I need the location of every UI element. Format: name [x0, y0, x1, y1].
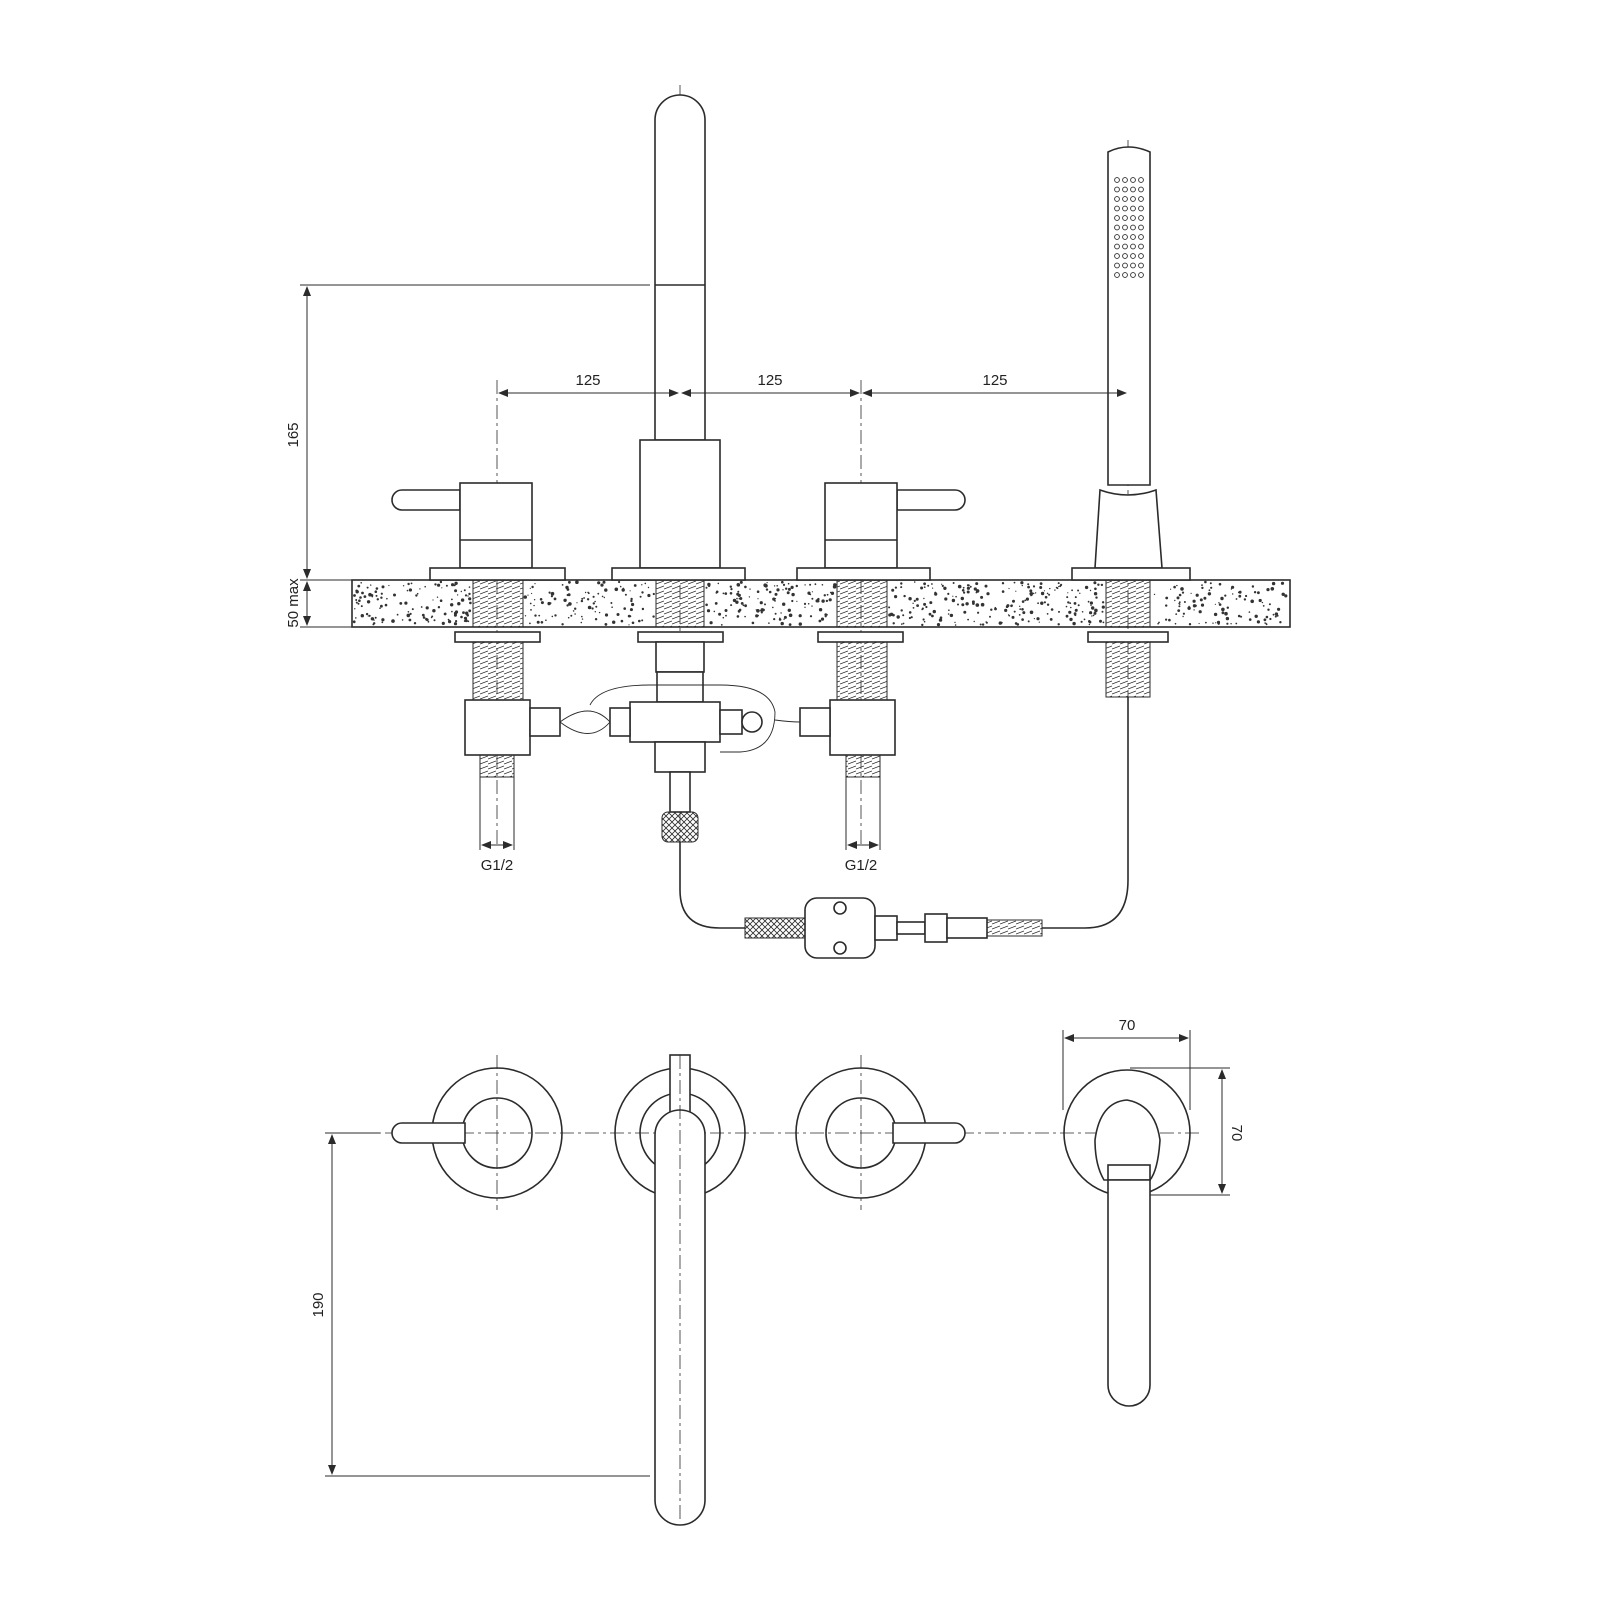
dim-125-label-1: 125 — [575, 372, 600, 389]
dimension-spout-height: 165 — [285, 284, 650, 579]
right-valve-plan — [795, 1055, 966, 1210]
dim-70-width-label: 70 — [1119, 1017, 1136, 1034]
dim-125-label-2: 125 — [757, 372, 782, 389]
dimension-handshower-width: 70 — [1062, 1017, 1191, 1110]
dimension-inlets: G1/2 G1/2 — [479, 777, 881, 874]
countertop-speckle-pattern — [352, 580, 1288, 627]
dimension-deck-thickness: 50 max — [285, 578, 352, 628]
dim-g12-left-label: G1/2 — [481, 857, 514, 874]
dim-190-label: 190 — [310, 1292, 327, 1317]
plan-view: 190 70 70 — [310, 1017, 1245, 1526]
under-deck-fittings — [454, 579, 1169, 843]
dimension-spout-reach: 190 — [310, 1132, 650, 1477]
dimension-handshower-depth: 70 — [1130, 1067, 1245, 1196]
dim-70-depth-label: 70 — [1228, 1125, 1245, 1142]
spout-plan — [614, 1054, 746, 1526]
front-elevation: 165 50 max 125 125 125 G1/2 G1/2 — [285, 85, 1291, 959]
spout — [611, 94, 746, 581]
hand-shower-plan — [1063, 1069, 1191, 1407]
right-valve — [796, 482, 966, 581]
shower-hose — [679, 697, 1129, 959]
hand-shower — [1071, 146, 1191, 581]
spray-nozzles — [1114, 177, 1144, 278]
dim-g12-right-label: G1/2 — [845, 857, 878, 874]
dim-125-label-3: 125 — [982, 372, 1007, 389]
dim-165-label: 165 — [285, 422, 302, 447]
dim-50max-label: 50 max — [285, 578, 302, 628]
dimension-spacing: 125 125 125 — [498, 372, 1127, 397]
left-valve-plan — [391, 1055, 563, 1210]
left-valve — [391, 482, 566, 581]
